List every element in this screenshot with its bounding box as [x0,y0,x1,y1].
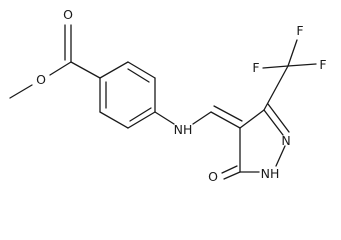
bond-cf-left [262,65,289,69]
benzene-double-3 [127,68,150,83]
atom-amine-nh: NH [174,122,193,137]
ring-c3-n-double-b [267,103,290,133]
bond-cf-right [287,63,317,67]
atom-f-left: F [252,60,259,75]
bond-exocyclic-double-a [210,111,241,129]
benzene-bond-6 [99,61,129,79]
bond-exocyclic-double-b [213,105,243,122]
bond-ketone-double-a [223,171,241,180]
benzene-bond-2 [99,111,129,129]
molecule-diagram: O O NH N NH O F F F [9,7,327,184]
atom-f-top: F [296,23,303,38]
benzene-bond-3 [127,111,156,129]
atom-labels: O O NH N NH O F F F [36,7,327,184]
ring-c4-c3 [239,109,265,129]
atom-f-right: F [319,57,326,72]
bond-methyl-o [9,84,33,99]
benzene-double-2 [129,107,152,122]
bonds [9,24,317,180]
ring-n-nh [275,145,286,167]
atom-ketone-o: O [208,169,218,184]
atom-ester-o-single: O [36,72,46,87]
benzene-bond-5 [127,61,156,79]
structure-svg: O O NH N NH O F F F [9,7,327,184]
bond-carbonyl-ring [70,61,101,79]
atom-ring-n: N [281,133,290,148]
ring-c3-n-double-a [263,109,284,136]
bond-nh-ch [192,111,212,125]
bond-ketone-double-b [221,165,238,174]
bond-cf-top [287,39,298,67]
atom-ring-nh: NH [261,166,280,181]
bond-o-carbonyl-c [49,61,72,76]
bond-c3-cf3 [263,65,289,111]
bond-ring-nh [154,111,175,125]
atom-ester-o-carbonyl: O [63,7,73,22]
